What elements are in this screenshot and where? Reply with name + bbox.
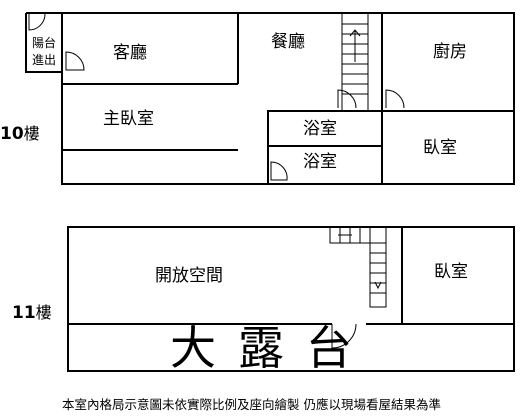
floor-11-outer-wall <box>67 226 515 372</box>
floor-10-plan: 陽台 進出 客廳 餐廳 廚房 主臥室 浴室 浴室 臥室 10樓 <box>0 12 515 185</box>
stairs-11f <box>369 226 387 308</box>
balcony-door-top-icon <box>28 13 46 31</box>
terrace-label: 大露台 <box>170 321 374 375</box>
bathroom-door-icon <box>337 89 357 109</box>
balcony-wall <box>25 13 62 73</box>
master-bedroom-label: 主臥室 <box>103 109 154 129</box>
bathroom-2-door-icon <box>270 161 288 181</box>
floor-10-label: 10樓 <box>0 124 40 144</box>
floor-11-plan: 開放空間 臥室 大露台 11樓 <box>12 226 515 375</box>
floor-11-label: 11樓 <box>12 303 52 323</box>
bedroom-10f-label: 臥室 <box>423 138 457 158</box>
bedroom-11f-label: 臥室 <box>434 262 468 282</box>
open-space-label: 開放空間 <box>155 266 223 286</box>
balcony-door-bottom-icon <box>65 51 85 71</box>
bedroom-door-icon <box>385 89 405 109</box>
balcony-label-1: 陽台 <box>32 35 56 50</box>
terrace-door-icon <box>331 323 357 349</box>
balcony-label-2: 進出 <box>32 53 56 67</box>
disclaimer-note: 本室內格局示意圖未依實際比例及座向繪製 仍應以現場看屋結果為準 <box>62 397 441 412</box>
floor-10-outer-wall <box>61 12 515 185</box>
bathroom-2-label: 浴室 <box>303 152 337 172</box>
kitchen-label: 廚房 <box>433 41 467 62</box>
living-room-label: 客廳 <box>113 43 147 63</box>
bathroom-block-wall <box>267 110 383 184</box>
bathroom-1-label: 浴室 <box>303 119 337 139</box>
dining-room-label: 餐廳 <box>271 32 305 52</box>
